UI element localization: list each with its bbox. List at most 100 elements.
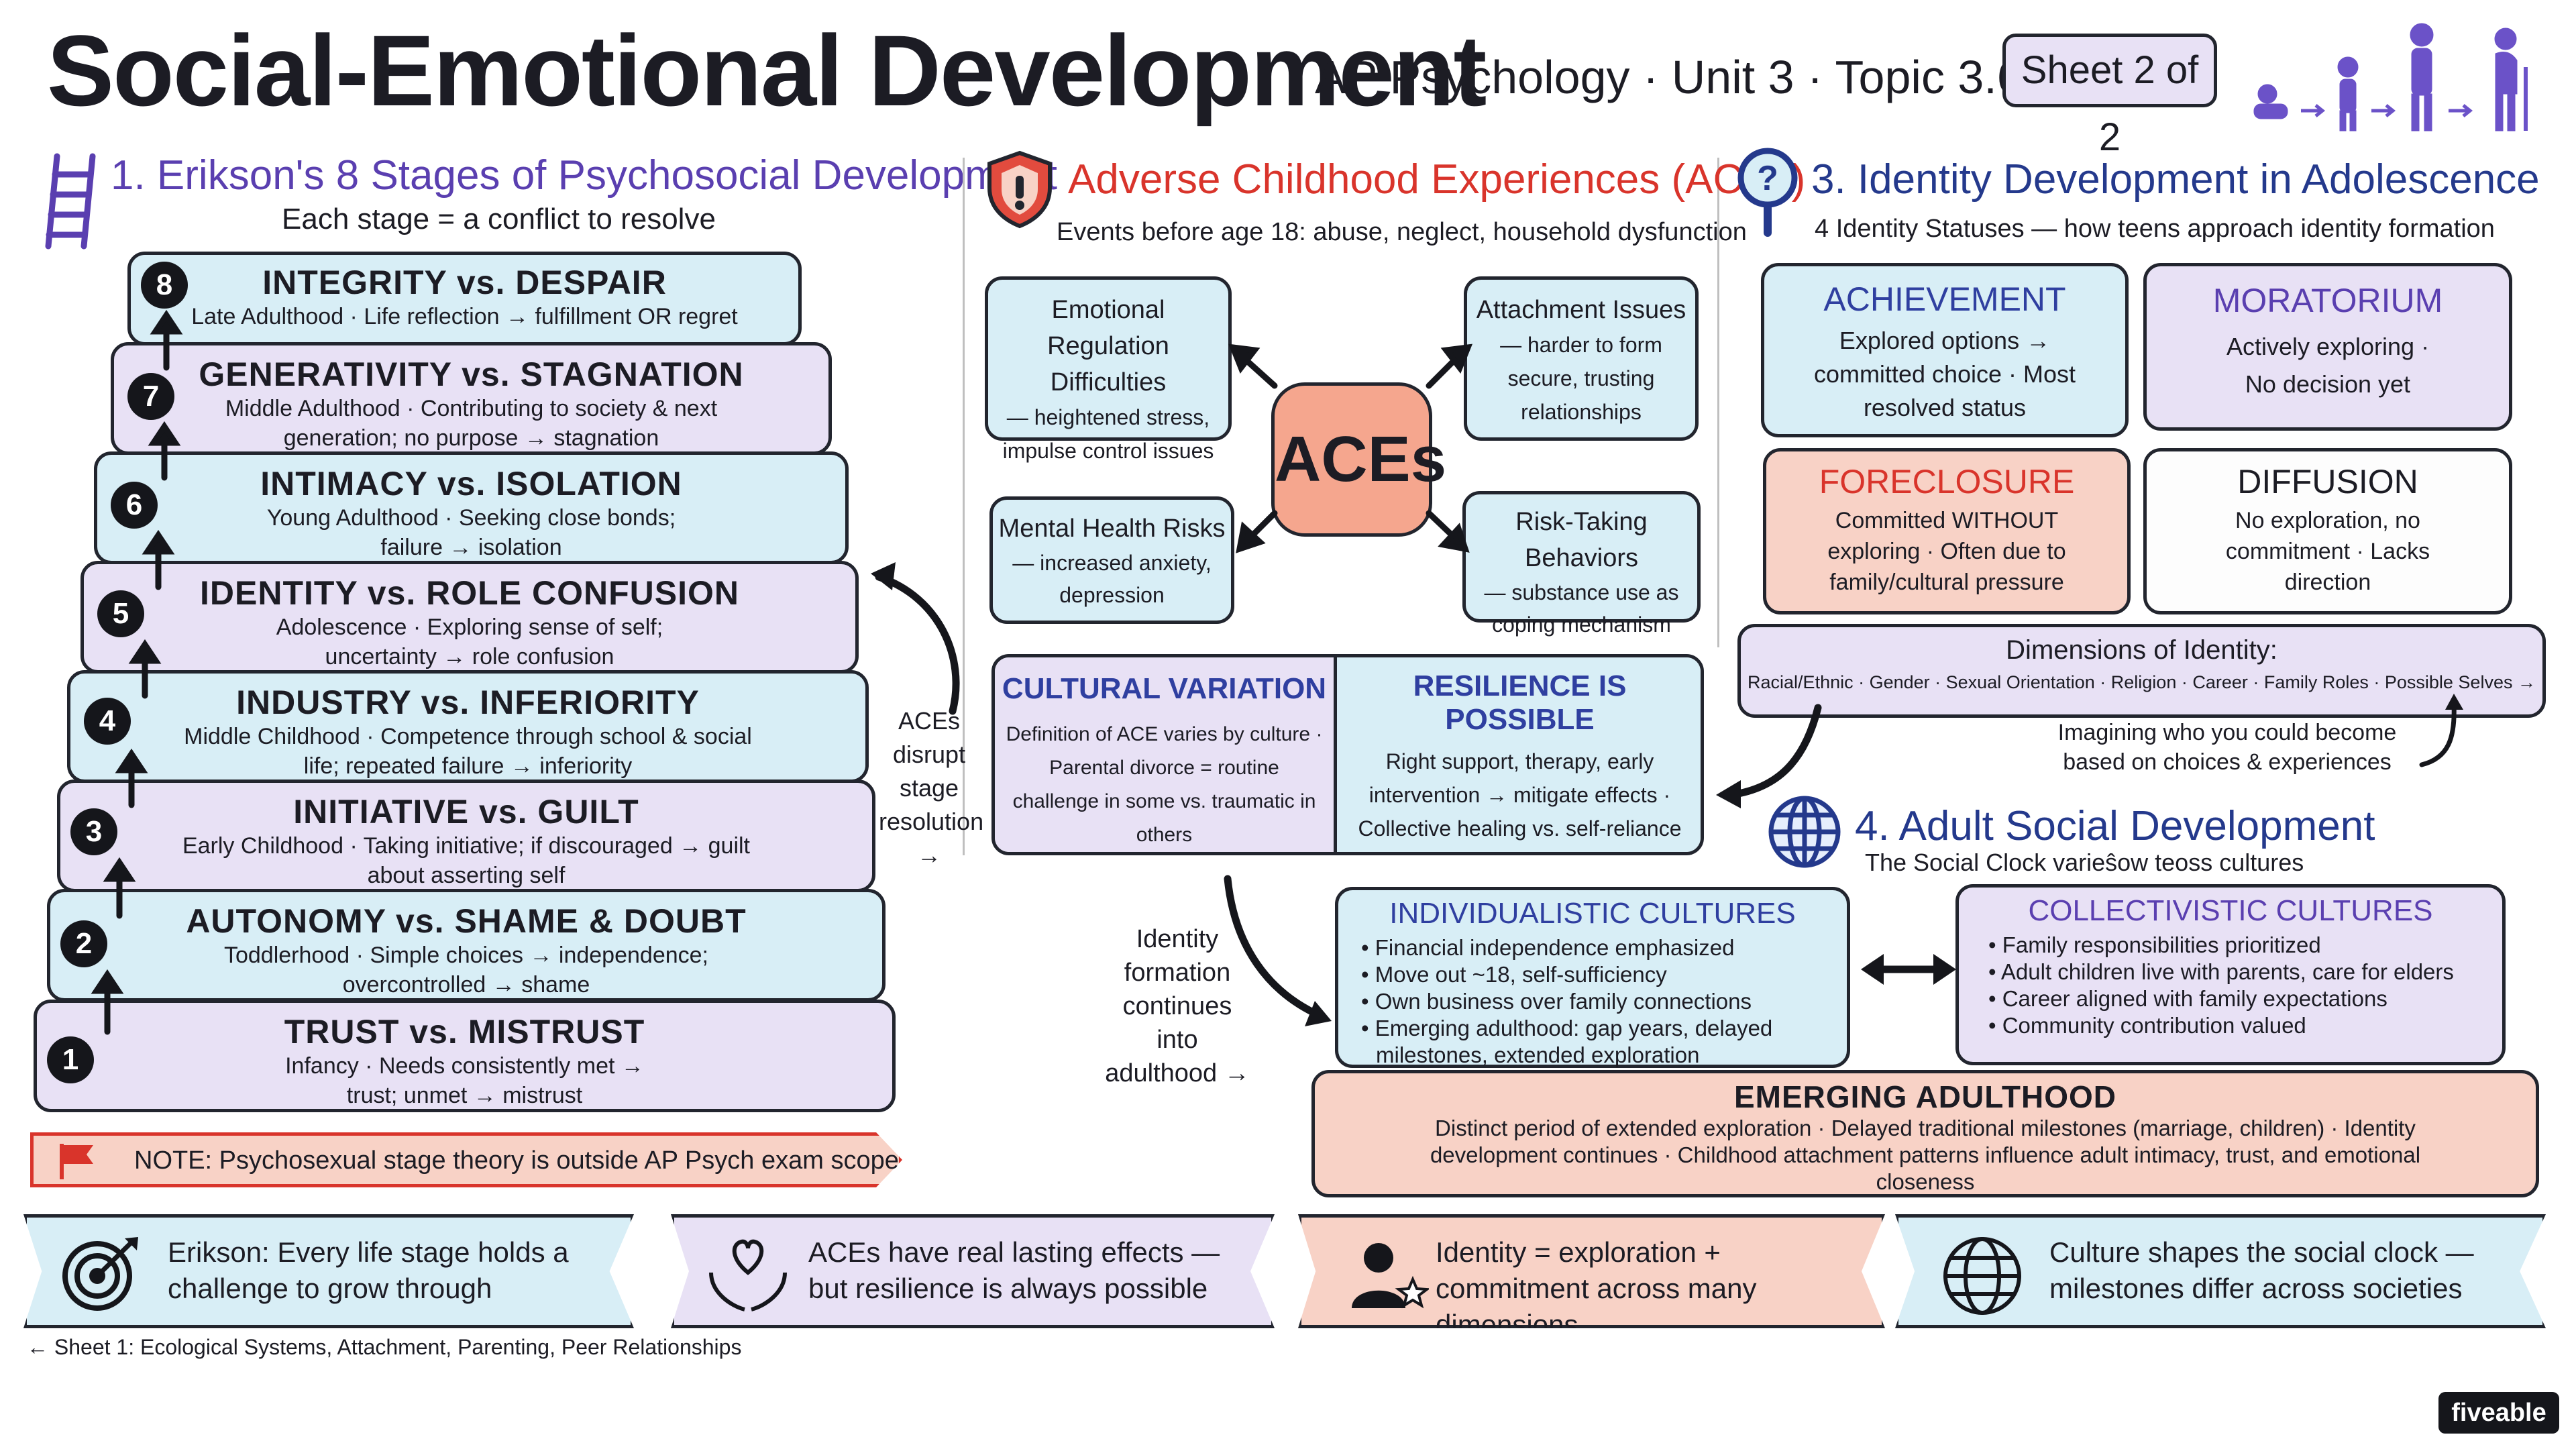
aces-center-node: ACEs	[1271, 382, 1446, 537]
erikson-subtitle: Each stage = a conflict to resolve	[282, 203, 716, 235]
status-achievement-desc: Explored options → committed choice · Mo…	[1813, 327, 2076, 421]
stage-1-desc: Infancy · Needs consistently met → trust…	[285, 1053, 644, 1108]
list-item: • Adult children live with parents, care…	[1988, 959, 2454, 984]
list-item: • Financial independence emphasized	[1361, 935, 1735, 960]
status-achievement-title: ACHIEVEMENT	[1823, 280, 2066, 318]
cultural-variation-title: CULTURAL VARIATION	[1002, 672, 1327, 705]
ace-effect-attachment: Attachment Issues — harder to form secur…	[1464, 276, 1699, 441]
ace-effect-emotional-desc: — heightened stress, impulse control iss…	[1002, 405, 1214, 463]
note-text: NOTE: Psychosexual stage theory is outsi…	[134, 1146, 899, 1175]
stage-1-title: TRUST vs. MISTRUST	[284, 1013, 645, 1051]
stage-8-title: INTEGRITY vs. DESPAIR	[262, 264, 667, 301]
status-foreclosure: FORECLOSURE Committed WITHOUT exploring …	[1763, 448, 2131, 614]
dimensions-of-identity: Dimensions of Identity: Racial/Ethnic · …	[1737, 624, 2546, 718]
emerging-title: EMERGING ADULTHOOD	[1734, 1079, 2116, 1114]
status-diffusion-title: DIFFUSION	[2237, 463, 2418, 500]
warning-shield-icon	[987, 150, 1052, 229]
takeaway-aces-text: ACEs have real lasting effects — but res…	[808, 1236, 1220, 1304]
lifespan-figures-icon	[2253, 23, 2528, 131]
list-item: • Own business over family connections	[1361, 989, 1752, 1014]
aces-disrupt-note: ACEs disrupt stage resolution →	[879, 707, 984, 869]
stage-8-number: 8	[141, 262, 188, 309]
ace-effect-attachment-desc: — harder to form secure, trusting relati…	[1500, 333, 1662, 424]
ace-effect-risk-taking-title: Risk-Taking Behaviors	[1515, 508, 1648, 572]
stage-2-desc: Toddlerhood · Simple choices → independe…	[223, 943, 708, 998]
possible-selves-note: Imagining who you could become based on …	[2057, 720, 2397, 775]
stage-3-title: INITIATIVE vs. GUILT	[293, 793, 639, 830]
stage-6-box: INTIMACY vs. ISOLATION Young Adulthood ·…	[94, 451, 849, 564]
ladder-icon	[45, 153, 96, 250]
dimensions-list: Racial/Ethnic · Gender · Sexual Orientat…	[1748, 672, 2536, 692]
stage-8-desc: Late Adulthood · Life reflection → fulfi…	[191, 304, 738, 329]
ace-effect-mental-health-desc: — increased anxiety, depression	[1012, 551, 1212, 607]
list-item: • Family responsibilities prioritized	[1988, 932, 2321, 957]
status-foreclosure-title: FORECLOSURE	[1819, 463, 2075, 500]
status-moratorium-title: MORATORIUM	[2212, 282, 2443, 319]
dimensions-title: Dimensions of Identity:	[2006, 635, 2277, 665]
aces-center-label: ACEs	[1275, 423, 1447, 495]
page-title: Social-Emotional Development	[47, 14, 1487, 127]
stage-up-arrows	[91, 309, 183, 1035]
individualistic-cultures: INDIVIDUALISTIC CULTURES • Financial ind…	[1335, 887, 1850, 1068]
divider-vertical-left	[963, 158, 965, 855]
divider-vertical-right	[1717, 158, 1719, 647]
identity-section-title: 3. Identity Development in Adolescence	[1811, 156, 2540, 203]
stage-4-box: INDUSTRY vs. INFERIORITY Middle Childhoo…	[67, 670, 869, 783]
possible-selves-arrow	[2419, 694, 2463, 767]
stage-8-box: INTEGRITY vs. DESPAIR Late Adulthood · L…	[127, 252, 802, 345]
list-item: • Community contribution valued	[1988, 1013, 2306, 1038]
collectivistic-list: • Family responsibilities prioritized • …	[1986, 932, 2475, 1039]
page-subtitle: AP Psychology · Unit 3 · Topic 3.6	[1315, 51, 2023, 103]
stage-4-number: 4	[84, 698, 131, 745]
cultural-variation-card: CULTURAL VARIATION Definition of ACE var…	[995, 657, 1334, 852]
resilience-desc: Right support, therapy, early interventi…	[1358, 749, 1682, 852]
collectivistic-cultures: COLLECTIVISTIC CULTURES • Family respons…	[1955, 884, 2506, 1065]
takeaway-culture: Culture shapes the social clock — milest…	[1895, 1214, 2546, 1328]
stage-2-number: 2	[60, 920, 107, 967]
ace-effect-emotional-title: Emotional Regulation Difficulties	[1047, 296, 1169, 396]
takeaway-culture-text: Culture shapes the social clock — milest…	[2049, 1236, 2474, 1304]
stage-2-title: AUTONOMY vs. SHAME & DOUBT	[186, 902, 747, 940]
status-diffusion-desc: No exploration, no commitment · Lacks di…	[2225, 508, 2430, 595]
note-banner	[30, 1132, 902, 1187]
stage-6-number: 6	[111, 482, 158, 529]
status-moratorium-desc: Actively exploring · No decision yet	[2226, 333, 2430, 398]
emerging-desc: Distinct period of extended exploration …	[1430, 1116, 2421, 1194]
stage-5-number: 5	[97, 590, 144, 637]
adult-subtitle: The Social Clock varieŝow teoss cultures	[1865, 849, 2304, 876]
takeaway-erikson: Erikson: Every life stage holds a challe…	[23, 1214, 634, 1328]
stage-3-number: 3	[70, 808, 117, 855]
brand-logo: fiveable	[2438, 1392, 2559, 1434]
stage-6-title: INTIMACY vs. ISOLATION	[260, 465, 682, 502]
list-item: • Emerging adulthood: gap years, delayed…	[1361, 1016, 1773, 1067]
status-foreclosure-desc: Committed WITHOUT exploring · Often due …	[1827, 508, 2066, 595]
target-icon	[62, 1237, 138, 1311]
stage-5-box: IDENTITY vs. ROLE CONFUSION Adolescence …	[80, 561, 859, 674]
cultural-variation-desc: Definition of ACE varies by culture · Pa…	[1006, 723, 1323, 846]
globe-icon	[1943, 1237, 2021, 1315]
ace-effect-mental-health-title: Mental Health Risks	[998, 515, 1226, 543]
aces-to-adult-arrow	[1224, 875, 1332, 1026]
stage-3-box: INITIATIVE vs. GUILT Early Childhood · T…	[57, 780, 875, 892]
individualistic-list: • Financial independence emphasized • Mo…	[1358, 934, 1827, 1069]
identity-subtitle: 4 Identity Statuses — how teens approach…	[1815, 215, 2495, 243]
stage-3-desc: Early Childhood · Taking initiative; if …	[182, 833, 751, 888]
person-star-icon	[1352, 1243, 1429, 1309]
collectivistic-title: COLLECTIVISTIC CULTURES	[2028, 894, 2433, 927]
takeaway-identity: Identity = exploration + commitment acro…	[1298, 1214, 1885, 1328]
stage-4-desc: Middle Childhood · Competence through sc…	[184, 724, 752, 779]
status-moratorium: MORATORIUM Actively exploring · No decis…	[2143, 263, 2512, 431]
stage-6-desc: Young Adulthood · Seeking close bonds; f…	[266, 505, 676, 560]
previous-sheet-link[interactable]: ← Sheet 1: Ecological Systems, Attachmen…	[27, 1335, 742, 1359]
brand-logo-text: fiveable	[2451, 1399, 2546, 1427]
stage-4-title: INDUSTRY vs. INFERIORITY	[236, 684, 700, 721]
individualistic-title: INDIVIDUALISTIC CULTURES	[1389, 897, 1796, 930]
cultural-resilience-panel: CULTURAL VARIATION Definition of ACE var…	[991, 654, 1704, 855]
ace-effect-emotional: Emotional Regulation Difficulties — heig…	[985, 276, 1232, 463]
aces-effect-arrows	[1228, 343, 1473, 553]
ace-effect-attachment-title: Attachment Issues	[1476, 296, 1686, 324]
flag-icon	[60, 1144, 93, 1179]
takeaway-erikson-text: Erikson: Every life stage holds a challe…	[168, 1236, 569, 1304]
aces-disrupt-arrow	[871, 562, 960, 715]
list-item: • Move out ~18, self-sufficiency	[1361, 962, 1667, 987]
